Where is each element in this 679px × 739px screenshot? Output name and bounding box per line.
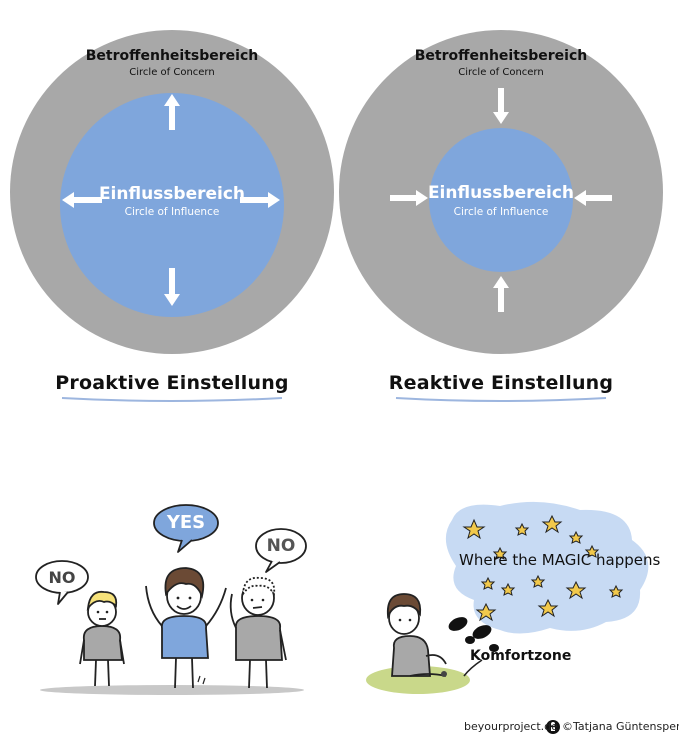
- proactive-inner-subtitle: Circle of Influence: [124, 206, 220, 218]
- arrow-down-icon: [164, 268, 180, 306]
- star-icon: [541, 514, 563, 534]
- star-icon: [500, 582, 516, 596]
- proactive-inner-title: Einflussbereich: [98, 184, 246, 204]
- reactive-outer-subtitle: Circle of Concern: [458, 67, 544, 78]
- right-no-bubble: [255, 528, 307, 573]
- star-icon: [492, 546, 508, 560]
- reactive-caption: Reaktive Einstellung: [388, 372, 614, 394]
- star-icon: [530, 574, 546, 588]
- star-icon: [584, 544, 600, 558]
- arrow-right-icon: [240, 192, 280, 208]
- sitting-person-figure: [386, 593, 447, 677]
- proactive-outer-subtitle: Circle of Concern: [129, 67, 215, 78]
- arrow-down-icon: [493, 88, 509, 124]
- right-person-figure: [229, 576, 287, 689]
- credit-author: ©Tatjana Güntensperger: [562, 720, 679, 733]
- label-pointer: [463, 659, 483, 677]
- center-bubble-text: YES: [166, 512, 206, 533]
- star-icon: [475, 602, 497, 622]
- left-no-bubble: [35, 560, 89, 605]
- komfortzone-label: Komfortzone: [470, 648, 572, 664]
- reactive-inner-title: Einflussbereich: [427, 183, 575, 203]
- left-person-figure: [79, 590, 125, 687]
- reactive-inner-subtitle: Circle of Influence: [453, 206, 549, 218]
- star-icon: [462, 518, 486, 540]
- project-logo-icon: [546, 720, 560, 734]
- proactive-arrows: [62, 94, 280, 306]
- center-yes-bubble: [153, 504, 219, 553]
- reactive-inner-circle: [429, 128, 573, 272]
- arrow-left-icon: [574, 190, 612, 206]
- right-bubble-text: NO: [266, 536, 296, 556]
- proactive-caption: Proaktive Einstellung: [55, 372, 289, 394]
- reactive-underline: [395, 397, 607, 402]
- reactive-outer-title: Betroffenheitsbereich: [414, 48, 588, 64]
- arrow-up-icon: [493, 276, 509, 312]
- star-icon: [514, 522, 530, 536]
- people-shadow: [40, 685, 304, 695]
- proactive-outer-title: Betroffenheitsbereich: [85, 48, 259, 64]
- star-icon: [608, 584, 624, 598]
- center-person-figure: [145, 567, 227, 689]
- credit-site: beyourproject.de: [464, 720, 558, 733]
- star-icon: [480, 576, 496, 590]
- proactive-underline: [61, 397, 283, 402]
- arrow-up-icon: [164, 94, 180, 130]
- magic-cloud: [445, 501, 649, 634]
- reactive-arrows: [390, 88, 612, 312]
- star-icon: [537, 598, 559, 618]
- stars: [462, 514, 624, 622]
- proactive-inner-circle: [60, 93, 284, 317]
- left-bubble-text: NO: [48, 568, 76, 587]
- arrow-left-icon: [62, 192, 102, 208]
- footprints-icon: [448, 617, 499, 652]
- star-icon: [568, 530, 584, 544]
- magic-text: Where the MAGIC happens: [459, 551, 661, 569]
- arrow-right-icon: [390, 190, 428, 206]
- star-icon: [565, 580, 587, 600]
